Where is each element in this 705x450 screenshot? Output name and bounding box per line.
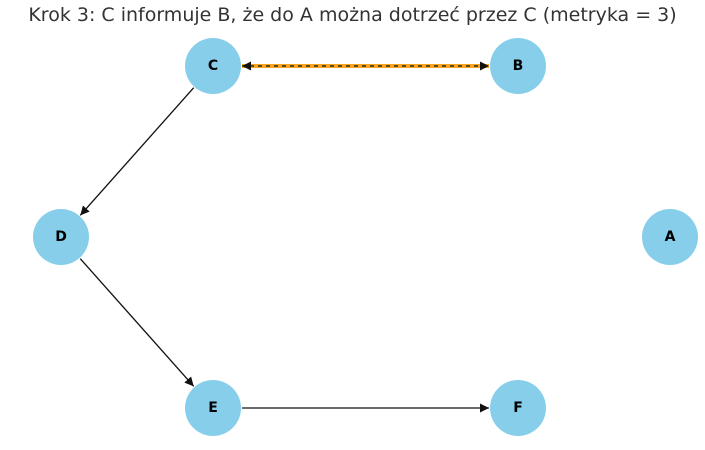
edge-d-e <box>79 258 195 387</box>
node-f: F <box>490 380 546 436</box>
node-e: E <box>185 380 241 436</box>
node-label: B <box>513 58 524 74</box>
node-circle <box>642 209 698 265</box>
node-circle <box>490 38 546 94</box>
node-circle <box>185 38 241 94</box>
node-label: C <box>208 58 218 74</box>
node-label: D <box>55 229 67 245</box>
node-circle <box>490 380 546 436</box>
diagram-title: Krok 3: C informuje B, że do A można dot… <box>28 4 677 26</box>
node-label: E <box>208 400 218 416</box>
node-a: A <box>642 209 698 265</box>
node-label: A <box>665 229 676 245</box>
node-c: C <box>185 38 241 94</box>
edge-c-d <box>79 87 195 216</box>
node-label: F <box>513 400 523 416</box>
node-d: D <box>33 209 89 265</box>
node-circle <box>33 209 89 265</box>
node-circle <box>185 380 241 436</box>
node-b: B <box>490 38 546 94</box>
